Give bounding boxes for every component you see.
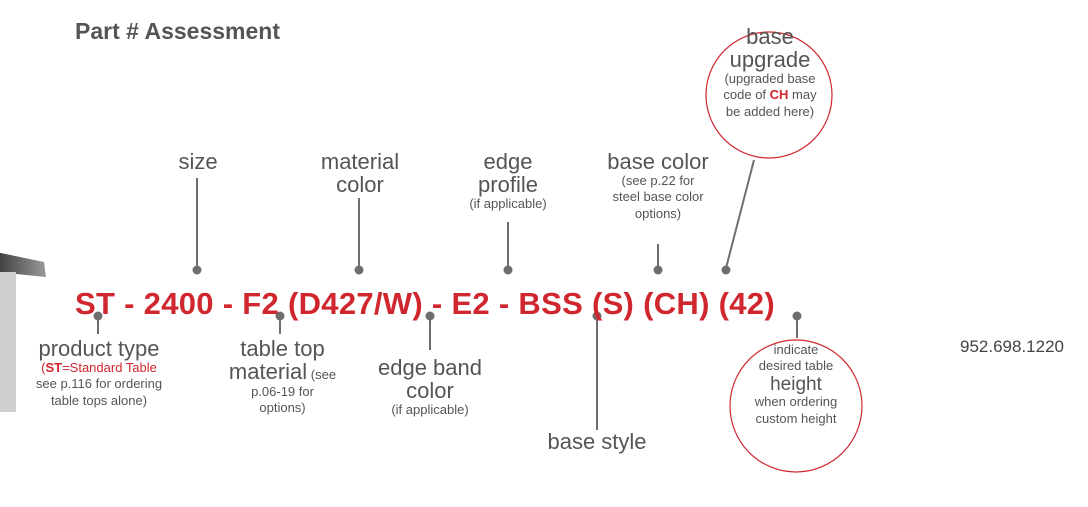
base-upgrade-connector xyxy=(725,159,755,269)
page-title: Part # Assessment xyxy=(75,18,280,44)
label-table-top-material: table top material (see p.06-19 for opti… xyxy=(228,336,337,416)
label-base-color: base color (see p.22 for steel base colo… xyxy=(607,149,709,221)
label-edge-profile: edge profile (if applicable) xyxy=(469,149,547,212)
height-circle xyxy=(729,339,863,473)
label-product-type: product type (ST=Standard Table see p.11… xyxy=(35,336,163,408)
label-base-upgrade: base upgrade (upgraded base code of CH m… xyxy=(723,24,817,119)
ch-code: CH xyxy=(769,87,789,103)
table-edge-graphic xyxy=(0,252,46,412)
phone-number: 952.698.1220 xyxy=(960,337,1064,356)
label-base-style: base style xyxy=(547,429,647,454)
label-size: size xyxy=(178,149,218,174)
base-upgrade-circle xyxy=(705,31,833,159)
part-number: ST - 2400 - F2 (D427/W) - E2 - BSS (S) (… xyxy=(75,286,775,321)
label-edge-band-color: edge band color (if applicable) xyxy=(378,355,482,418)
label-height: indicate desired table height when order… xyxy=(754,342,838,426)
label-material-color: material color xyxy=(320,149,400,198)
